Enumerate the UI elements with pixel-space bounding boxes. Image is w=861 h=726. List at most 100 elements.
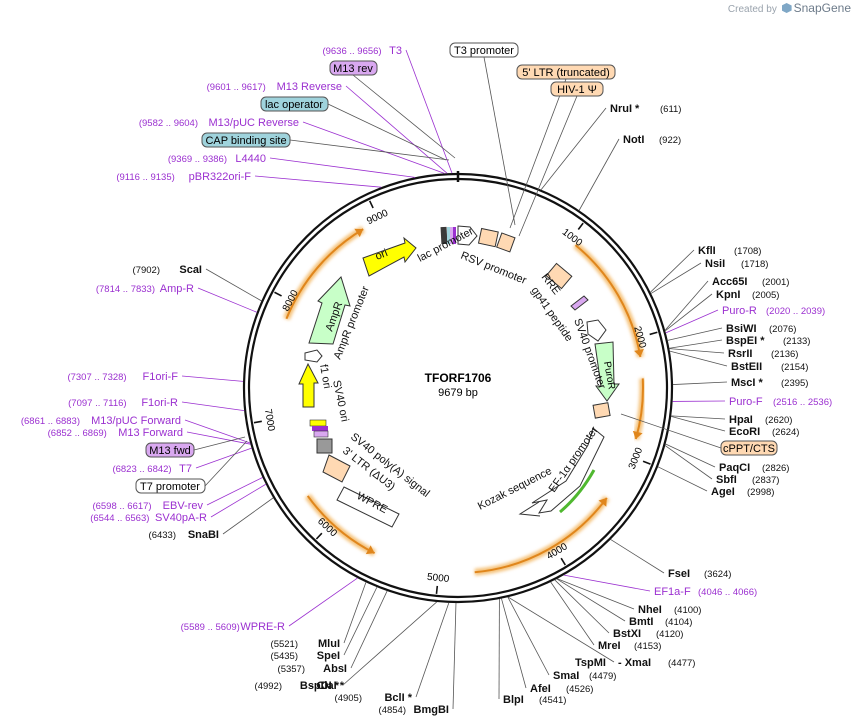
snapgene-logo-icon [781, 3, 792, 13]
site-sbfi: SbfI(2837) [716, 474, 779, 486]
site-name: SpeI [317, 650, 340, 662]
leader-line [665, 443, 716, 468]
site-m13-reverse: M13 Reverse(9601 .. 9617) [207, 81, 342, 93]
site-name: T3 [389, 45, 402, 57]
site-name: KflI [698, 245, 716, 257]
site-snabi: SnaBI(6433) [149, 529, 219, 541]
site-position: (9369 .. 9386) [168, 154, 227, 165]
site-noti: NotI(922) [623, 134, 681, 146]
puror-label: PuroR [601, 361, 617, 391]
site-agei: AgeI(2998) [711, 486, 774, 498]
leader-line [205, 268, 262, 302]
site-position: (4905) [335, 693, 362, 704]
leader-line [664, 445, 713, 480]
leader-line [452, 602, 457, 710]
site-afei: AfeI(4526) [530, 683, 593, 695]
box-leader-5 [289, 139, 450, 161]
site-name: BlpI [503, 694, 524, 706]
site-tspmi: TspMI [575, 657, 606, 669]
site-name: - ClaI * [310, 680, 345, 692]
site-position: (9116 .. 9135) [116, 172, 174, 183]
site-position: (2837) [752, 475, 779, 486]
site-name: RsrII [728, 348, 752, 360]
site-name: BspDI * [300, 680, 340, 692]
leader-line [667, 327, 723, 341]
site-name: TspMI [575, 657, 606, 669]
site-leaders [181, 49, 728, 710]
leader-line [610, 539, 665, 574]
f1-ori-label: f1 ori [317, 363, 333, 389]
site-l4440: L4440(9369 .. 9386) [168, 153, 266, 165]
site-position: (7814 .. 7833) [96, 284, 155, 295]
tick-4000 [560, 557, 566, 566]
site-position: (2395) [781, 378, 808, 389]
leader-line [415, 602, 450, 698]
orf-arrowhead-0 [634, 348, 644, 357]
box-leader-3 [518, 95, 578, 237]
site-nsii: NsiI(1718) [705, 258, 768, 270]
feature-arcs [283, 226, 647, 576]
site-position: (4153) [634, 641, 661, 652]
site-m13-puc-reverse: M13/pUC Reverse(9582 .. 9604) [139, 117, 299, 129]
site-name: pBR322ori-F [189, 171, 252, 183]
site-name: BmgBI [414, 704, 449, 716]
site-position: (6823 .. 6842) [112, 464, 171, 475]
site-kfli: KflI(1708) [698, 245, 761, 257]
ef1a-green-segment [559, 469, 596, 514]
box-leader-6 [620, 413, 722, 449]
leader-line [222, 497, 274, 535]
site-bsteii: BstEII(2154) [731, 361, 808, 373]
site-name: HpaI [729, 414, 753, 426]
cap-binding-box: CAP binding site [205, 135, 286, 147]
site-position: (1718) [741, 259, 768, 270]
site-position: (6861 .. 6883) [21, 416, 80, 427]
site-labels: NruI *(611) NotI(922) KflI(1708)NsiI(1718)… [21, 45, 832, 716]
site-name: T7 [179, 463, 192, 475]
tick-6000 [315, 532, 323, 540]
site-position: (2516 .. 2536) [773, 397, 832, 408]
t7-promoter-box: T7 promoter [140, 481, 200, 493]
site-position: (4104) [665, 617, 692, 628]
site-position: (9582 .. 9604) [139, 118, 198, 129]
site-name: SV40pA-R [155, 512, 207, 524]
box-leader-2 [509, 78, 567, 229]
kozak-label: Kozak sequence [476, 465, 554, 513]
plasmid-name: TFORF1706 [425, 371, 492, 385]
leader-line [665, 293, 713, 332]
site-amp-r: Amp-R(7814 .. 7833) [96, 283, 194, 295]
site-position: (2020 .. 2039) [766, 306, 825, 317]
site-position: (2076) [769, 324, 796, 335]
leader-line [197, 287, 257, 313]
tick-8000 [274, 291, 282, 297]
site-blpi: BlpI(4541) [503, 694, 566, 706]
site-nrui-: NruI *(611) [610, 103, 681, 115]
site-name: SmaI [553, 670, 579, 682]
leader-line [186, 431, 251, 445]
box-leader-4 [327, 103, 447, 161]
site-name: BmtI [629, 616, 653, 628]
site-bcli-: BclI *(4905) [335, 692, 413, 704]
gp41-peptide-feature [570, 295, 589, 311]
ampr-promoter-arrow [304, 349, 323, 363]
site-bsiwi: BsiWI(2076) [726, 323, 796, 335]
site-position: (4526) [566, 684, 593, 695]
leader-line [563, 574, 651, 592]
tick-2000 [649, 331, 658, 336]
site-name: KpnI [716, 289, 740, 301]
site-position: (9601 .. 9617) [207, 82, 266, 93]
site-position: (2624) [772, 427, 799, 438]
site-position: (7097 .. 7116) [68, 398, 126, 409]
site-scai: ScaI(7902) [133, 264, 202, 276]
rsv-promoter-label: RSV promoter [459, 250, 528, 287]
site-t7: T7 (6823 .. 6842) [112, 463, 192, 475]
leader-line [669, 339, 723, 349]
site-name: Puro-R [722, 305, 757, 317]
site-position: (2154) [781, 362, 808, 373]
site-position: (6852 .. 6869) [48, 428, 107, 439]
leader-line [671, 416, 726, 432]
leader-line [665, 309, 719, 334]
m13-fwd-box: M13 fwd [149, 445, 191, 457]
site-name: NruI * [610, 103, 640, 115]
site-position: (4854) [379, 705, 406, 716]
site-position: (6433) [149, 530, 176, 541]
